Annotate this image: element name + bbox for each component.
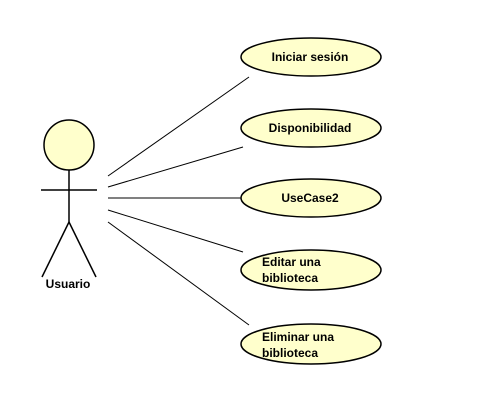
use-case-editar-biblioteca[interactable]: Editar una biblioteca xyxy=(240,249,382,291)
use-case-ellipse xyxy=(240,178,382,218)
association-iniciar-sesion xyxy=(107,76,250,177)
use-case-iniciar-sesion[interactable]: Iniciar sesión xyxy=(240,37,382,77)
actor-head xyxy=(43,119,95,171)
use-case-label-line-1: Editar una xyxy=(262,255,321,269)
use-case-usecase2[interactable]: UseCase2 xyxy=(240,178,382,218)
actor-right-leg xyxy=(68,221,97,278)
use-case-label-line-2: biblioteca xyxy=(262,346,318,360)
use-case-ellipse xyxy=(240,323,382,365)
use-case-ellipse xyxy=(240,249,382,291)
use-case-label-line-1: Eliminar una xyxy=(262,330,334,344)
stick-figure-icon xyxy=(41,119,97,278)
actor-usuario[interactable]: Usuario xyxy=(41,119,97,291)
use-case-disponibilidad[interactable]: Disponibilidad xyxy=(240,108,382,148)
association-disponibilidad xyxy=(107,146,244,188)
actor-left-leg xyxy=(41,221,70,278)
association-eliminar-biblioteca xyxy=(107,221,250,326)
use-case-label: UseCase2 xyxy=(281,191,339,205)
use-case-ellipse xyxy=(240,108,382,148)
use-case-label-line-2: biblioteca xyxy=(262,271,318,285)
associations xyxy=(107,76,250,326)
actor-label: Usuario xyxy=(46,277,91,291)
use-case-label: Iniciar sesión xyxy=(272,50,349,64)
use-case-eliminar-biblioteca[interactable]: Eliminar una biblioteca xyxy=(240,323,382,365)
association-editar-biblioteca xyxy=(107,209,244,253)
use-case-ellipse xyxy=(240,37,382,77)
use-case-label: Disponibilidad xyxy=(269,121,352,135)
